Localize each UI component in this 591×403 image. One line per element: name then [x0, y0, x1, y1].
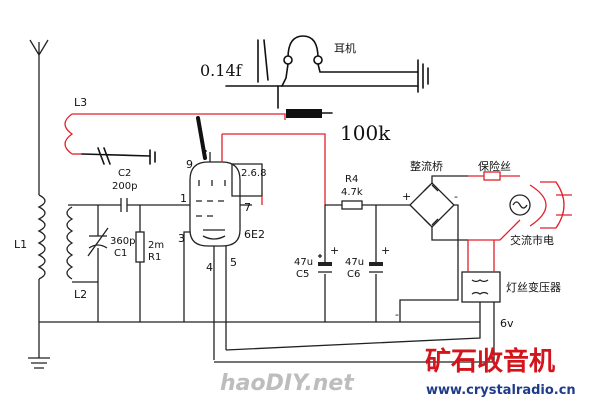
pin-4-label: 4	[206, 261, 213, 274]
pin-1-label: 1	[180, 192, 187, 205]
ground-sketch-icon	[417, 59, 429, 93]
c6-label: C6	[347, 269, 360, 280]
plate-lead	[196, 116, 207, 160]
c1-label: C1	[114, 248, 127, 259]
bridge-rectifier	[399, 175, 468, 322]
r1-label: R1	[148, 252, 161, 263]
r4-label: R4	[345, 174, 358, 185]
mains-plug-icon	[529, 181, 572, 229]
transformer-label: 灯丝变压器	[506, 280, 561, 294]
tube-label: 6E2	[244, 228, 265, 241]
pin-3-label: 3	[178, 232, 185, 245]
resistor-r1	[135, 205, 145, 322]
handwritten-cap-symbol	[225, 39, 419, 109]
capacitor-c5	[318, 205, 332, 322]
filament-transformer	[214, 240, 501, 363]
rectifier-minus: -	[454, 190, 458, 203]
l3-label: L3	[74, 96, 87, 109]
ground-minus: -	[395, 308, 399, 321]
rectifier-plus: +	[402, 190, 411, 203]
crystalradio-logo: 矿石收音机	[425, 346, 555, 377]
coil-l1	[37, 194, 46, 358]
capacitor-c1	[87, 205, 109, 322]
c2-label: C2	[118, 168, 131, 179]
sketch-ground-l3	[81, 147, 156, 165]
fuse	[468, 171, 521, 241]
antenna-icon	[29, 39, 49, 195]
ground-icon	[28, 357, 50, 369]
c6-plus: +	[381, 244, 390, 257]
resistor-r4	[325, 200, 400, 210]
capacitor-c6	[369, 205, 383, 322]
fuse-label: 保险丝	[478, 159, 511, 173]
pin-7-label: 7	[244, 201, 251, 214]
regeneration-coil-l3	[64, 113, 286, 155]
resistor-100k	[286, 109, 333, 118]
handwritten-res-label: 100k	[340, 121, 391, 145]
ac-source-icon	[509, 194, 531, 216]
r4-value: 4.7k	[341, 187, 363, 198]
haodiy-watermark: haoDIY.net	[220, 371, 355, 396]
crystalradio-url: www.crystalradio.cn	[426, 383, 576, 398]
c1-value: 360p	[110, 236, 135, 247]
pin-268-label: 2.6.8	[241, 168, 266, 179]
mains-label: 交流市电	[510, 233, 554, 247]
c6-value: 47u	[345, 257, 364, 268]
r1-value: 2m	[148, 240, 164, 251]
l1-label: L1	[14, 238, 27, 251]
capacitor-c2	[98, 198, 190, 212]
c5-value: 47u	[294, 257, 313, 268]
pin-5-label: 5	[230, 256, 237, 269]
plate-feed-wire	[221, 133, 326, 205]
c2-value: 200p	[112, 181, 137, 192]
tube-6e2	[183, 150, 263, 360]
earphone-label: 耳机	[334, 41, 356, 55]
earphone-icon	[281, 35, 419, 87]
l2-label: L2	[74, 288, 87, 301]
c5-label: C5	[296, 269, 309, 280]
pin-9-label: 9	[186, 158, 193, 171]
coil-l2	[66, 204, 98, 283]
rectifier-label: 整流桥	[410, 159, 443, 173]
voltage-label: 6v	[500, 317, 514, 330]
c5-plus: +	[330, 244, 339, 257]
handwritten-cap-label: 0.14f	[200, 61, 243, 80]
